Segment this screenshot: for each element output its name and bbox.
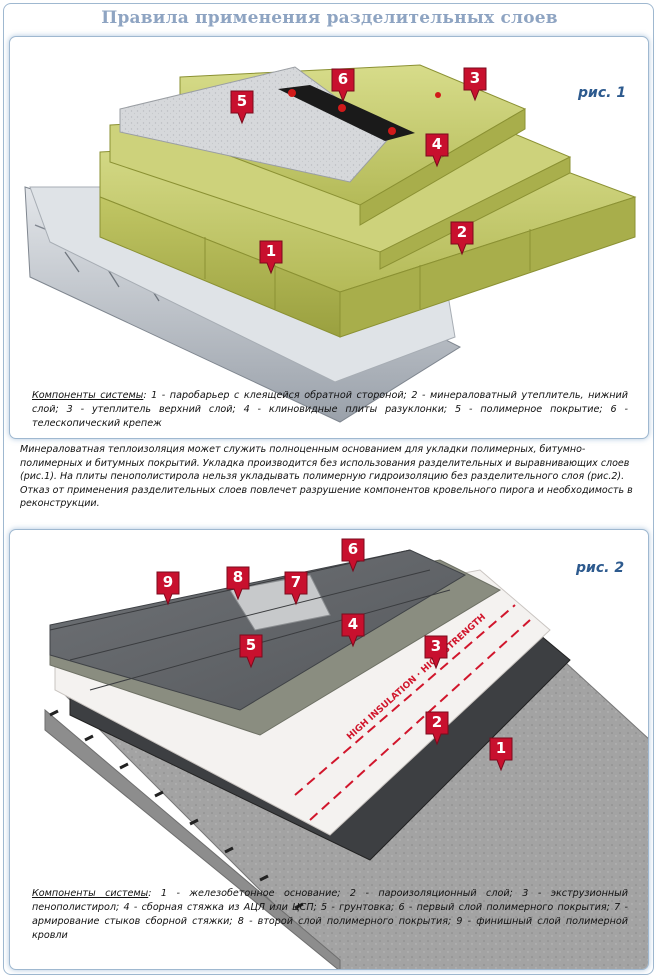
map-pin-icon [425,711,449,746]
map-pin-icon [425,133,449,168]
figure-1-illustration [24,64,637,423]
figure-2-label: рис. 2 [576,560,625,576]
figure-2-caption: Компоненты системы: 1 - железобетонное о… [32,888,628,941]
map-pin-icon [156,571,180,606]
marker-4: 4 [340,612,366,648]
map-pin-icon [284,571,308,606]
map-pin-icon [259,240,283,275]
marker-3: 3 [462,66,488,102]
map-pin-icon [341,538,365,573]
map-pin-icon [489,737,513,772]
map-pin-icon [424,635,448,670]
map-pin-icon [463,67,487,102]
marker-2: 2 [424,710,450,746]
marker-5: 5 [238,633,264,669]
map-pin-icon [226,566,250,601]
map-pin-icon [450,221,474,256]
marker-5: 5 [229,89,255,125]
map-pin-icon [331,68,355,103]
marker-7: 7 [283,570,309,606]
marker-3: 3 [423,634,449,670]
marker-2: 2 [449,220,475,256]
telescopic-fasteners [278,85,441,141]
map-pin-icon [341,613,365,648]
figure-2-panel: HIGH INSULATION · HIGH STRENGTH рис. 2 9… [9,529,649,970]
marker-1: 1 [488,736,514,772]
marker-9: 9 [155,570,181,606]
intro-paragraph: Минераловатная теплоизоляция может служи… [20,444,633,509]
map-pin-icon [239,634,263,669]
marker-4: 4 [424,132,450,168]
marker-6: 6 [330,67,356,103]
marker-8: 8 [225,565,251,601]
marker-6: 6 [340,537,366,573]
page-title: Правила применения разделительных слоев [101,8,558,28]
marker-1: 1 [258,239,284,275]
map-pin-icon [230,90,254,125]
figure-1-caption: Компоненты системы: 1 - паробарьер с кле… [32,390,628,429]
figure-1-panel: рис. 1 5 6 3 4 2 1 Компоненты системы: 1… [9,36,649,439]
figure-1-label: рис. 1 [578,85,627,101]
